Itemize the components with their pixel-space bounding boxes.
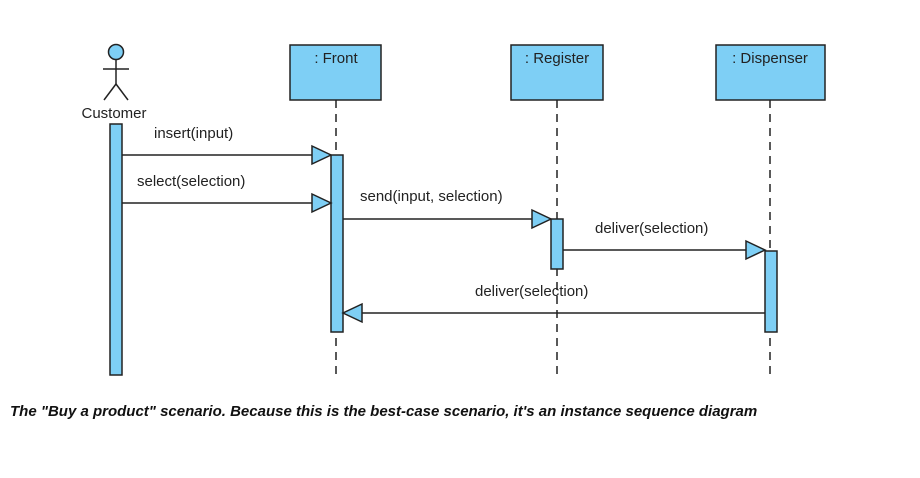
message-select: select(selection) bbox=[122, 173, 333, 214]
actor-right-leg bbox=[115, 83, 129, 101]
message-label: deliver(selection) bbox=[475, 283, 588, 300]
message-arrowhead bbox=[531, 208, 553, 230]
object-box-dispenser bbox=[715, 44, 826, 101]
object-label-dispenser: : Dispenser bbox=[732, 50, 808, 67]
object-register: : Register bbox=[510, 44, 604, 101]
figure-caption: The "Buy a product" scenario. Because th… bbox=[10, 403, 758, 420]
message-deliver-to-dispenser: deliver(selection) bbox=[563, 220, 767, 261]
message-arrowhead bbox=[311, 144, 333, 166]
message-arrowhead bbox=[745, 239, 767, 261]
actor-left-leg bbox=[103, 83, 117, 101]
object-dispenser: : Dispenser bbox=[715, 44, 826, 101]
message-deliver-to-front: deliver(selection) bbox=[341, 283, 765, 324]
customer-actor bbox=[103, 43, 129, 101]
object-label-register: : Register bbox=[525, 50, 589, 67]
activation-bar-register bbox=[550, 218, 564, 270]
object-box-front bbox=[289, 44, 382, 101]
message-arrowhead bbox=[341, 302, 363, 324]
activation-bar-customer bbox=[109, 123, 123, 376]
object-label-front: : Front bbox=[314, 50, 358, 67]
object-front: : Front bbox=[289, 44, 382, 101]
message-arrowhead bbox=[311, 192, 333, 214]
message-label: send(input, selection) bbox=[360, 188, 503, 205]
message-label: select(selection) bbox=[137, 173, 245, 190]
message-label: insert(input) bbox=[154, 125, 233, 142]
object-box-register bbox=[510, 44, 604, 101]
activation-bar-dispenser bbox=[764, 250, 778, 333]
activation-bar-front bbox=[330, 154, 344, 333]
message-send: send(input, selection) bbox=[343, 188, 553, 230]
message-insert: insert(input) bbox=[122, 125, 333, 166]
sequence-diagram: Customer : Front : Register : Dispenser bbox=[81, 43, 826, 376]
message-label: deliver(selection) bbox=[595, 220, 708, 237]
actor-head bbox=[107, 43, 125, 61]
actor-name: Customer bbox=[81, 105, 146, 122]
